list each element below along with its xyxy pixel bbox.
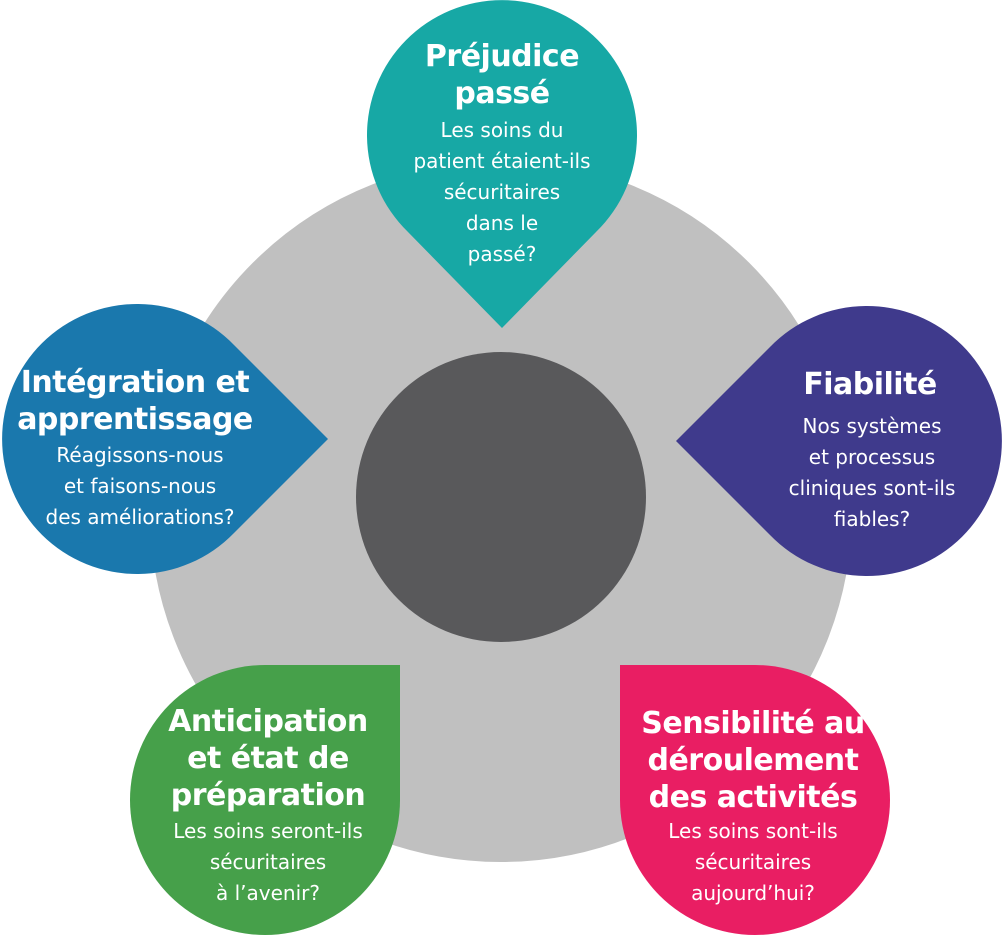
sensibilite-title: Sensibilité au déroulement des activités [641, 706, 865, 815]
integration-title: Intégration et apprentissage [17, 365, 253, 437]
fiabilite-description: Nos systèmes et processus cliniques sont… [788, 414, 956, 531]
sensibilite-leaf [620, 665, 890, 935]
anticipation-title: Anticipation et état de préparation [168, 704, 368, 813]
anticipation-description: Les soins seront-ils sécuritaires à l’av… [173, 819, 363, 905]
prejudice-drop [367, 0, 637, 328]
integration-description: Réagissons-nous et faisons-nous des amél… [45, 443, 235, 529]
center-circle [356, 352, 646, 642]
integration-drop [2, 303, 328, 574]
fiabilite-title: Fiabilité [803, 367, 937, 402]
anticipation-leaf [130, 665, 400, 935]
sensibilite-description: Les soins sont-ils sécuritaires aujourd’… [668, 819, 838, 905]
fiabilite-drop [676, 305, 1002, 577]
prejudice-title: Préjudice passé [424, 39, 580, 111]
prejudice-description: Les soins du patient étaient-ils sécurit… [413, 118, 591, 266]
